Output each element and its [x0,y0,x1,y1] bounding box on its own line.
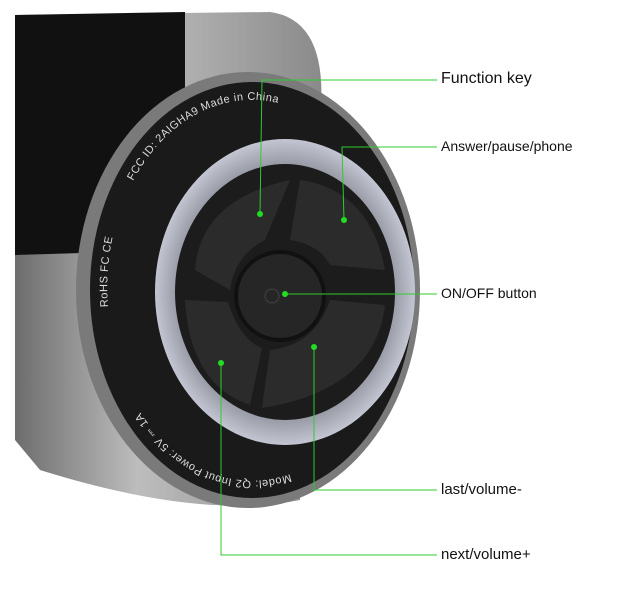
label-answer: Answer/pause/phone [441,138,573,154]
leader-line-answer [341,146,437,221]
label-next-volume: next/volume+ [441,546,531,563]
function-key-button[interactable] [195,180,290,290]
on-off-button[interactable] [234,250,326,342]
leader-lines [220,79,437,556]
leader-line-function [259,79,437,215]
next-volume-button[interactable] [185,300,262,405]
dot-onoff [282,291,288,297]
dot-function [257,211,263,217]
control-buttons [185,180,385,408]
label-last-volume: last/volume- [441,481,522,498]
answer-button[interactable] [290,180,385,270]
marker-dots [218,211,347,366]
dot-answer [341,217,347,223]
dot-next [218,360,224,366]
label-function-key: Function key [441,70,532,87]
dot-last [311,344,317,350]
power-icon [264,288,280,304]
label-on-off: ON/OFF button [441,285,537,301]
leader-line-next [220,363,437,556]
last-volume-button[interactable] [262,300,385,408]
speaker-face: FCC ID: 2AIGHA9 Made in China RoHS FC CE… [76,72,420,508]
leader-line-last [313,347,437,491]
